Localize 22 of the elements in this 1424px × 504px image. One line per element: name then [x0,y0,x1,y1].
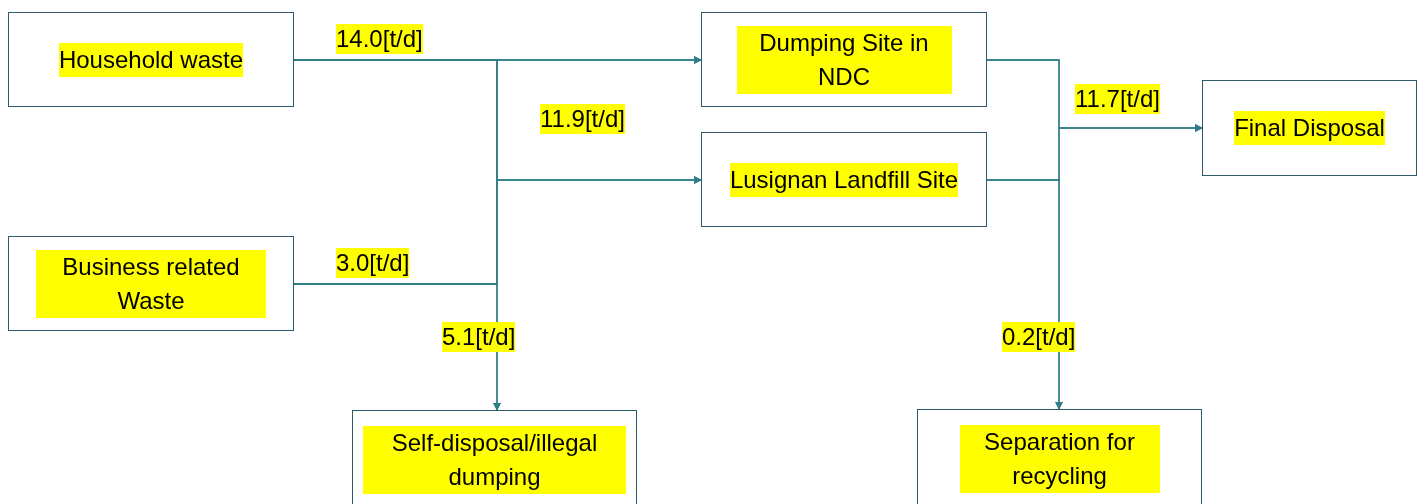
arrow [293,283,501,411]
box-label: Dumping Site in NDC [736,25,952,94]
box-label: Business related Waste [36,249,266,318]
process-box [352,410,637,504]
box-label: Lusignan Landfill Site [729,162,959,197]
process-box [8,236,294,331]
flow-rate-label: 14.0[t/d] [336,24,423,54]
arrow [986,179,1063,410]
process-box [1202,80,1417,176]
process-box [917,409,1202,504]
process-box [701,12,987,107]
flow-rate-label: 3.0[t/d] [336,248,410,278]
box-label: Household waste [58,42,244,77]
flow-rate-label: 11.7[t/d] [1075,84,1160,114]
flow-rate-label: 0.2[t/d] [1002,322,1076,352]
process-box [8,12,294,107]
box-label: Final Disposal [1234,111,1385,145]
box-label: Separation for recycling [959,425,1160,493]
process-box [701,132,987,227]
flow-rate-label: 11.9[t/d] [540,104,625,134]
box-label: Self-disposal/illegal dumping [363,426,626,494]
flow-rate-label: 5.1[t/d] [442,322,516,352]
